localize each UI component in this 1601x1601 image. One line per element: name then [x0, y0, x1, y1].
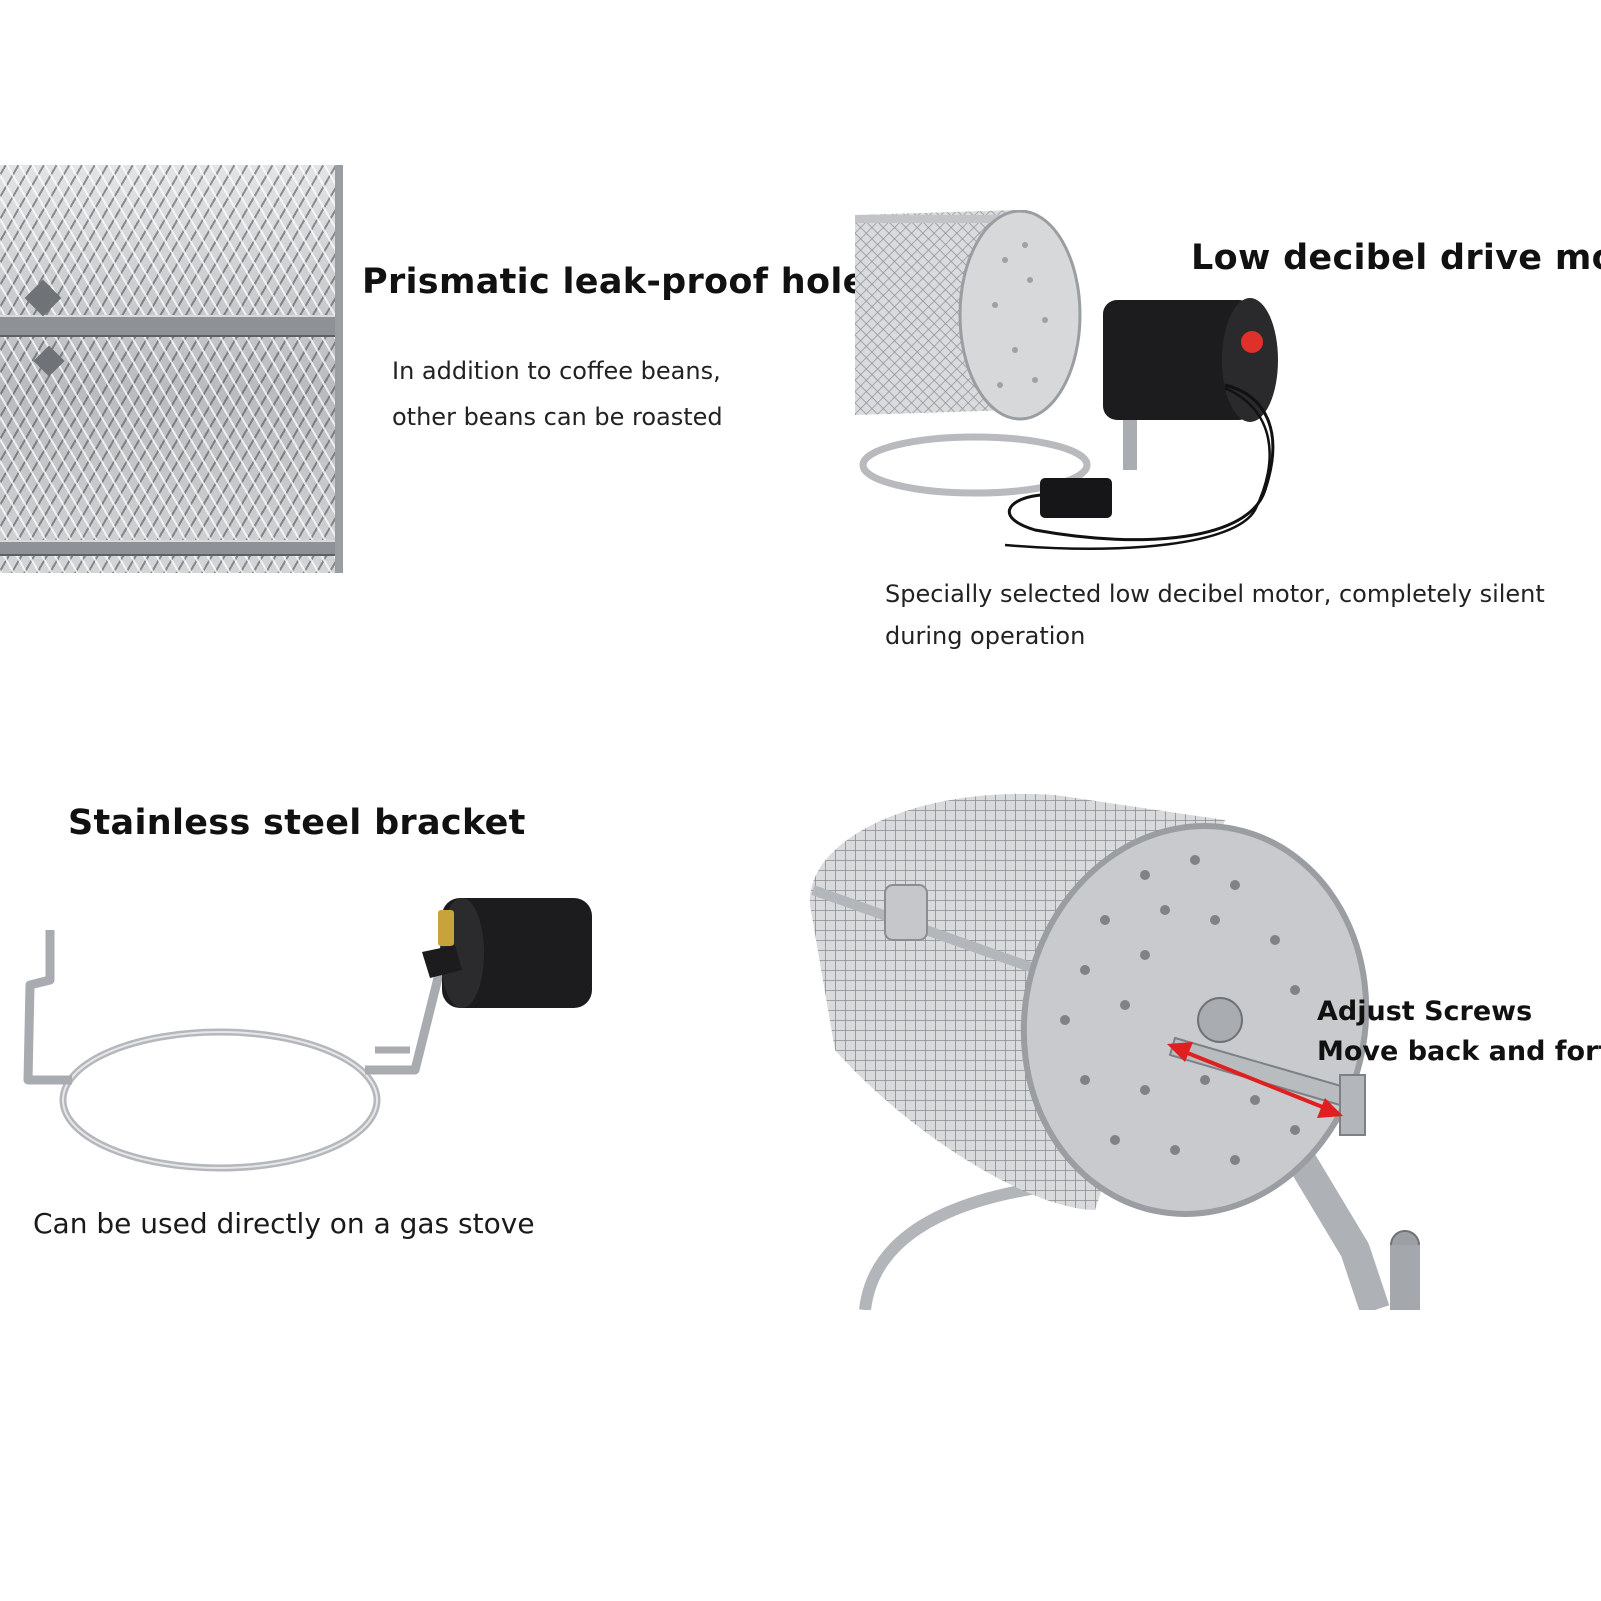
- motor-desc-line-1: Specially selected low decibel motor, co…: [885, 580, 1545, 608]
- bracket-caption: Can be used directly on a gas stove: [33, 1207, 535, 1240]
- adjust-label: Adjust Screws Move back and forth: [1317, 992, 1601, 1072]
- drum-adjust-photo: [809, 793, 1420, 1310]
- motor-title: Low decibel drive motor: [1191, 238, 1601, 278]
- adjust-label-line-1: Adjust Screws: [1317, 996, 1533, 1027]
- drum-motor-photo: [855, 210, 1278, 550]
- bracket-title: Stainless steel bracket: [68, 803, 526, 843]
- motor-desc-line-2: during operation: [885, 622, 1086, 650]
- leak-proof-title: Prismatic leak-proof hole: [362, 262, 867, 302]
- leak-proof-desc-line-1: In addition to coffee beans,: [392, 357, 721, 385]
- leak-proof-desc-line-2: other beans can be roasted: [392, 403, 723, 431]
- motor-desc: Specially selected low decibel motor, co…: [885, 573, 1545, 657]
- mesh-closeup-photo: [0, 165, 343, 573]
- bracket-photo: [23, 898, 592, 1172]
- adjust-label-line-2: Move back and forth: [1317, 1036, 1601, 1067]
- leak-proof-desc: In addition to coffee beans, other beans…: [392, 348, 723, 440]
